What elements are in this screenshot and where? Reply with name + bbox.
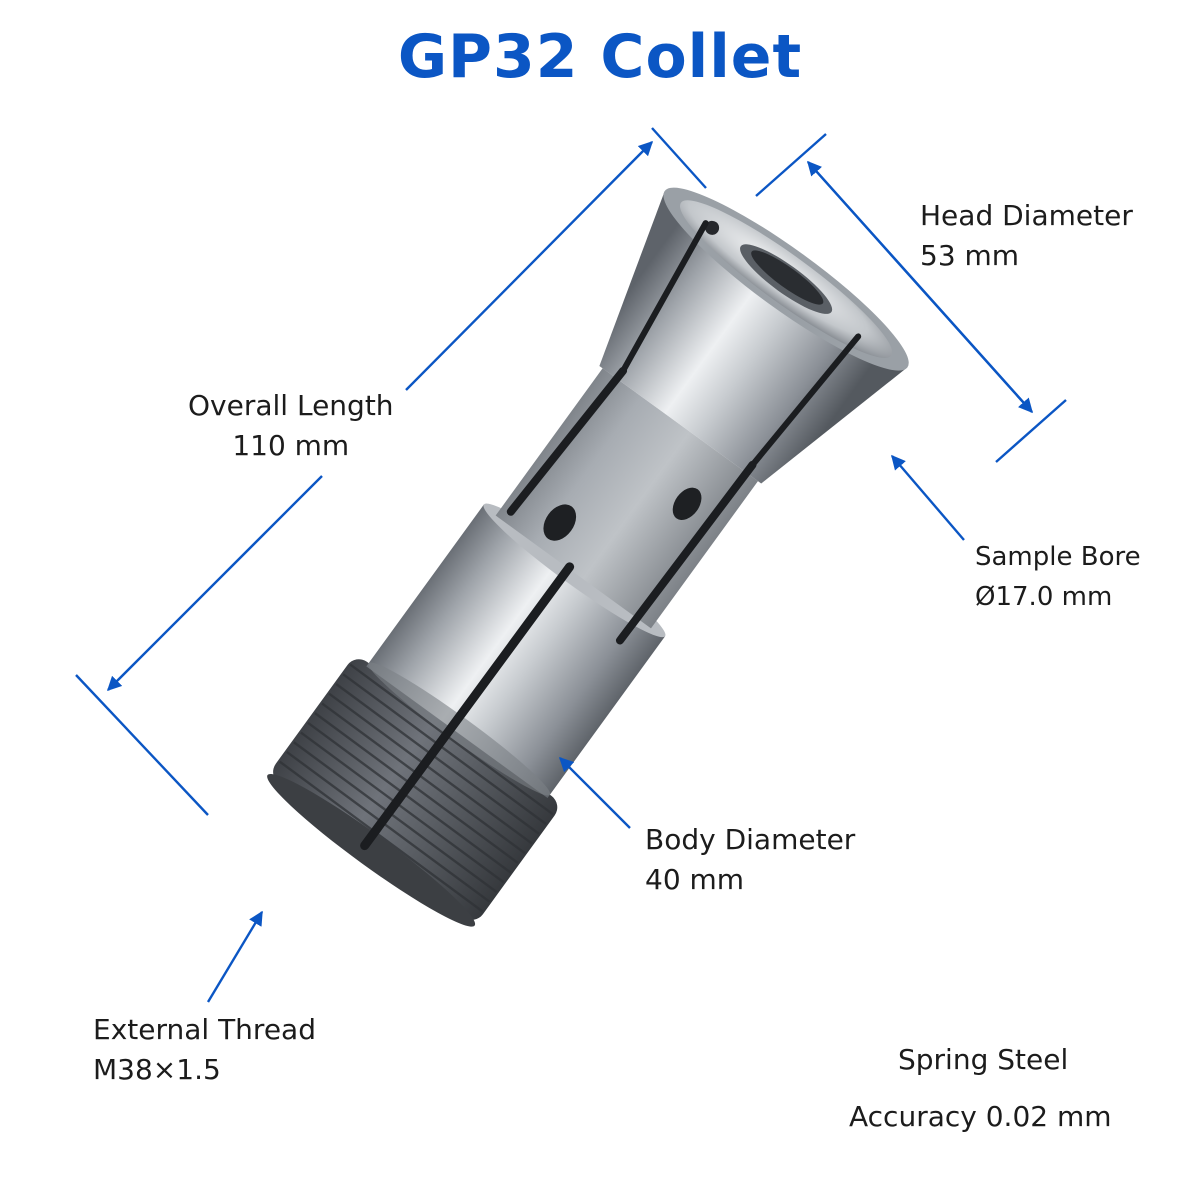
external-thread-title: External Thread — [93, 1013, 316, 1046]
waist-section — [495, 368, 758, 629]
dimension-lines — [75, 127, 1067, 1003]
head-diameter-label: Head Diameter 53 mm — [920, 196, 1133, 276]
overall-length-value: 110 mm — [232, 429, 350, 462]
sample-bore-title: Sample Bore — [975, 542, 1141, 572]
head-diameter-title: Head Diameter — [920, 199, 1133, 232]
conical-head — [599, 187, 909, 484]
body-diameter-title: Body Diameter — [645, 823, 856, 856]
collet-slots — [360, 220, 862, 851]
head-diameter-value: 53 mm — [920, 239, 1020, 272]
overall-length-title: Overall Length — [188, 389, 394, 422]
collet-body — [267, 187, 909, 927]
body-diameter-label: Body Diameter 40 mm — [645, 820, 855, 900]
sample-bore-value: Ø17.0 mm — [975, 582, 1113, 612]
page-title: GP32 Collet — [397, 22, 803, 92]
sample-bore-label: Sample Bore Ø17.0 mm — [975, 537, 1141, 617]
external-thread-value: M38×1.5 — [93, 1053, 221, 1086]
external-thread-label: External Thread M38×1.5 — [93, 1010, 316, 1090]
accuracy-text: Accuracy 0.02 mm — [849, 1100, 1112, 1133]
material-text: Spring Steel — [898, 1043, 1069, 1076]
body-diameter-value: 40 mm — [645, 863, 745, 896]
thread-section — [267, 659, 558, 927]
overall-length-label: Overall Length 110 mm — [188, 386, 394, 466]
